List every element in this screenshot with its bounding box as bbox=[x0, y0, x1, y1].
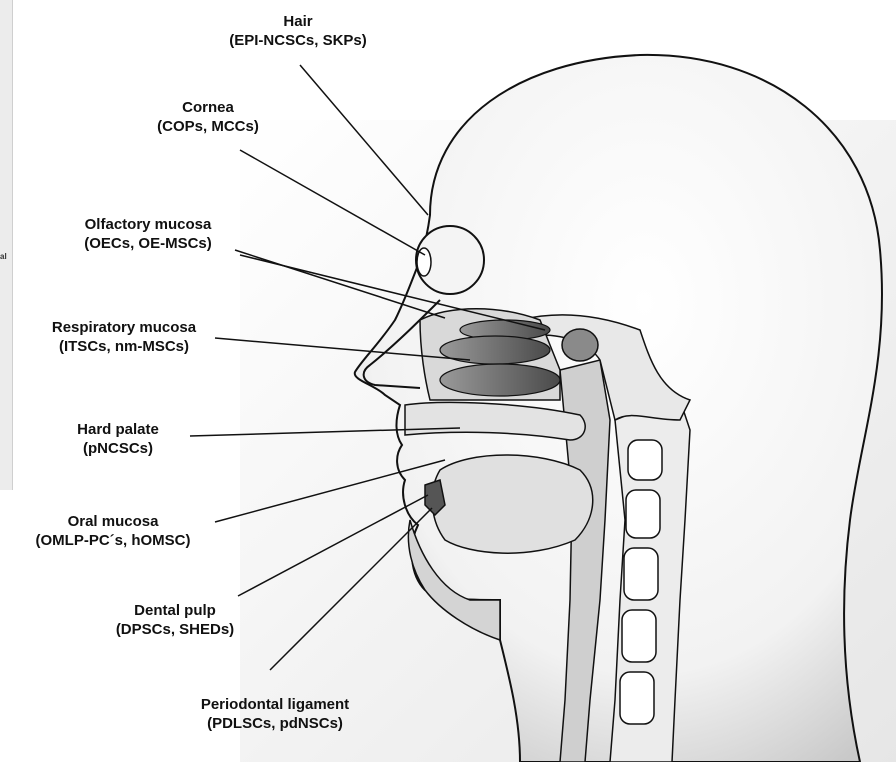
label-hard-palate-subtitle: (pNCSCs) bbox=[18, 439, 218, 458]
turbinate-inferior bbox=[440, 364, 560, 396]
label-oral-mucosa-subtitle: (OMLP-PC´s, hOMSC) bbox=[8, 531, 218, 550]
label-periodontal-ligament-subtitle: (PDLSCs, pdNSCs) bbox=[155, 714, 395, 733]
label-respiratory-title: Respiratory mucosa bbox=[14, 318, 234, 337]
turbinate-middle bbox=[440, 336, 550, 364]
label-hair-title: Hair bbox=[198, 12, 398, 31]
label-dental-pulp-title: Dental pulp bbox=[75, 601, 275, 620]
label-olfactory-subtitle: (OECs, OE-MSCs) bbox=[48, 234, 248, 253]
label-olfactory: Olfactory mucosa (OECs, OE-MSCs) bbox=[48, 215, 248, 253]
label-periodontal-ligament: Periodontal ligament (PDLSCs, pdNSCs) bbox=[155, 695, 395, 733]
label-respiratory-subtitle: (ITSCs, nm-MSCs) bbox=[14, 337, 234, 356]
label-periodontal-ligament-title: Periodontal ligament bbox=[155, 695, 395, 714]
label-hair-subtitle: (EPI-NCSCs, SKPs) bbox=[198, 31, 398, 50]
label-hard-palate: Hard palate (pNCSCs) bbox=[18, 420, 218, 458]
label-respiratory: Respiratory mucosa (ITSCs, nm-MSCs) bbox=[14, 318, 234, 356]
label-oral-mucosa: Oral mucosa (OMLP-PC´s, hOMSC) bbox=[8, 512, 218, 550]
label-cornea: Cornea (COPs, MCCs) bbox=[108, 98, 308, 136]
label-cornea-subtitle: (COPs, MCCs) bbox=[108, 117, 308, 136]
label-hard-palate-title: Hard palate bbox=[18, 420, 218, 439]
label-hair: Hair (EPI-NCSCs, SKPs) bbox=[198, 12, 398, 50]
sphenoid-sinus bbox=[562, 329, 598, 361]
label-dental-pulp-subtitle: (DPSCs, SHEDs) bbox=[75, 620, 275, 639]
tongue bbox=[432, 455, 593, 553]
label-dental-pulp: Dental pulp (DPSCs, SHEDs) bbox=[75, 601, 275, 639]
label-olfactory-title: Olfactory mucosa bbox=[48, 215, 248, 234]
label-oral-mucosa-title: Oral mucosa bbox=[8, 512, 218, 531]
label-cornea-title: Cornea bbox=[108, 98, 308, 117]
